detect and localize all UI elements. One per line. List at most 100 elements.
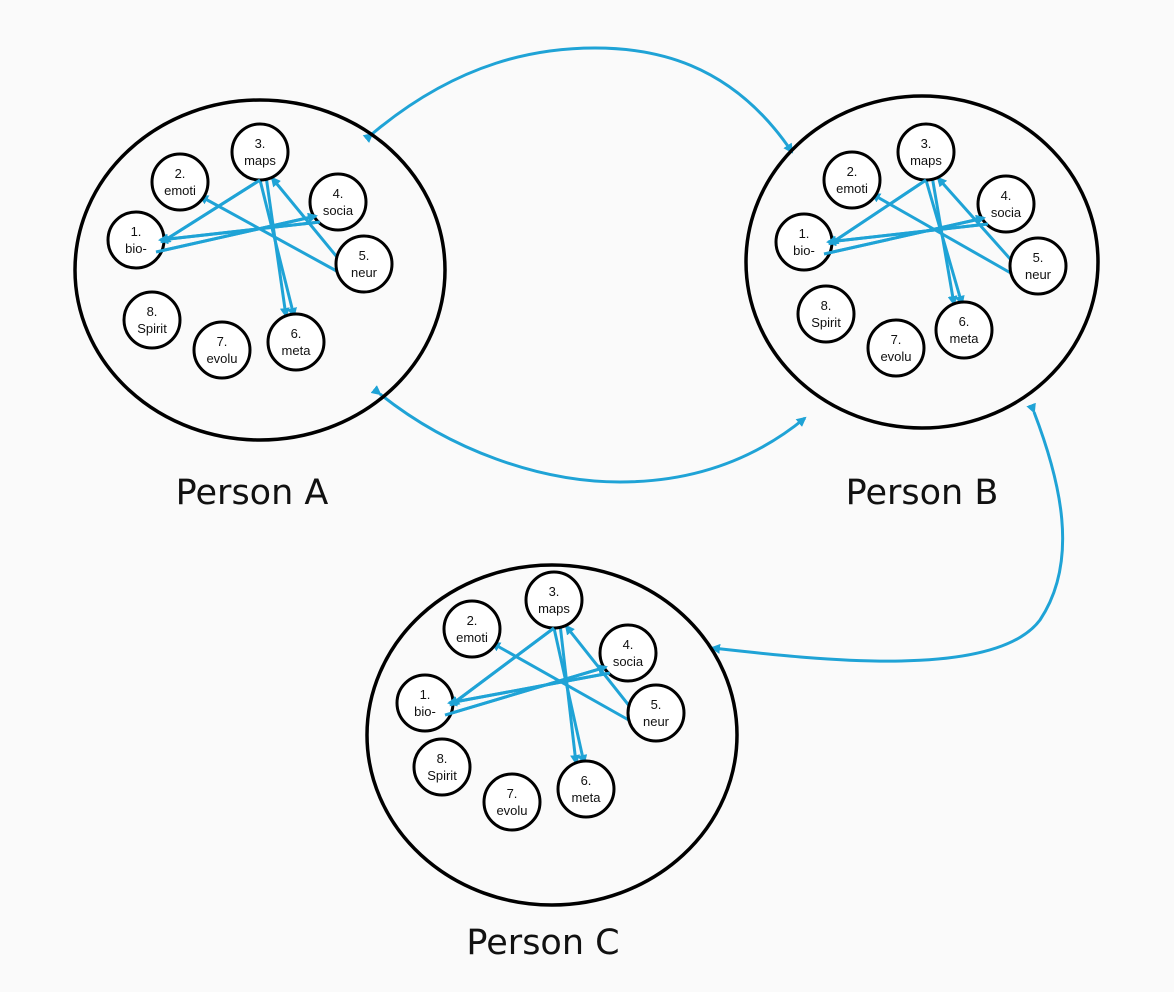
node-label: Spirit	[427, 768, 457, 783]
node-circle	[482, 772, 542, 832]
node-label: meta	[282, 343, 312, 358]
node-number: 3.	[921, 136, 932, 151]
node-label: socia	[613, 654, 644, 669]
node-circle	[308, 172, 368, 232]
node-circle	[796, 284, 856, 344]
inner-arrow-overlay	[444, 664, 608, 717]
inner-arrow-overlay	[158, 220, 321, 245]
node-label: bio-	[793, 243, 815, 258]
node-1: 1. bio-	[395, 673, 455, 733]
connection-a-b-bottom	[370, 385, 807, 484]
node-label: emoti	[456, 630, 488, 645]
node-number: 8.	[147, 304, 158, 319]
node-6: 6.meta	[556, 759, 616, 819]
node-6: 6. meta	[266, 312, 326, 372]
node-number: 5.	[1033, 250, 1044, 265]
node-circle	[976, 174, 1036, 234]
node-label: meta	[950, 331, 980, 346]
node-number: 4.	[1001, 188, 1012, 203]
node-number: 1.	[420, 687, 431, 702]
connection-b-c	[710, 402, 1065, 663]
node-4: 4.socia	[308, 172, 368, 232]
person-label: Person B	[846, 473, 999, 513]
node-number: 1.	[799, 226, 810, 241]
node-circle	[150, 152, 210, 212]
node-label: maps	[244, 153, 276, 168]
inner-arrow	[198, 194, 343, 276]
node-label: evolu	[880, 349, 911, 364]
node-7: 7. evolu	[192, 320, 252, 380]
node-circle	[598, 623, 658, 683]
node-circle	[626, 683, 686, 743]
node-3: 3. maps	[896, 122, 956, 182]
node-number: 7.	[891, 332, 902, 347]
node-circle	[230, 122, 290, 182]
node-number: 8.	[437, 751, 448, 766]
node-number: 1.	[131, 224, 142, 239]
node-number: 6.	[291, 326, 302, 341]
node-number: 7.	[217, 334, 228, 349]
node-2: 2.emoti	[822, 150, 882, 210]
node-number: 2.	[175, 166, 186, 181]
inner-arrow-overlay	[826, 222, 989, 247]
node-number: 4.	[333, 186, 344, 201]
node-label: evolu	[496, 803, 527, 818]
inner-arrow	[558, 623, 581, 765]
node-7: 7. evolu	[482, 772, 542, 832]
node-circle	[934, 300, 994, 360]
node-number: 4.	[623, 637, 634, 652]
node-circle	[334, 234, 394, 294]
node-number: 2.	[467, 613, 478, 628]
node-7: 7. evolu	[866, 318, 926, 378]
node-1: 1. bio-	[774, 212, 834, 272]
node-8: 8. Spirit	[796, 284, 856, 344]
inner-arrow-overlay	[160, 178, 261, 244]
node-number: 3.	[255, 136, 266, 151]
node-circle	[412, 737, 472, 797]
person-a: 1.bio-2.emoti3.maps4.socia5.neur6.meta7.…	[73, 98, 447, 513]
node-number: 6.	[959, 314, 970, 329]
node-circle	[866, 318, 926, 378]
node-label: Spirit	[811, 315, 841, 330]
inner-arrow-overlay	[828, 178, 927, 246]
inner-arrow-overlay	[155, 212, 318, 254]
person-b: 1. bio- 2.emoti 3. maps 4. socia 5. neur 6. meta 7.…	[744, 94, 1100, 513]
node-label: evolu	[206, 351, 237, 366]
node-label: neur	[1025, 267, 1052, 282]
inner-arrow-overlay	[447, 671, 611, 707]
node-label: bio-	[125, 241, 147, 256]
node-circle	[524, 570, 584, 630]
node-circle	[556, 759, 616, 819]
node-5: 5. neur	[1008, 236, 1068, 296]
node-label: neur	[643, 714, 670, 729]
node-circle	[122, 290, 182, 350]
inner-arrow	[264, 175, 290, 318]
node-circle	[192, 320, 252, 380]
node-label: maps	[910, 153, 942, 168]
inner-arrow-overlay	[823, 214, 986, 256]
node-5: 5.neur	[626, 683, 686, 743]
node-number: 7.	[507, 786, 518, 801]
node-label: bio-	[414, 704, 436, 719]
node-circle	[266, 312, 326, 372]
node-label: maps	[538, 601, 570, 616]
node-label: socia	[991, 205, 1022, 220]
node-circle	[822, 150, 882, 210]
node-3: 3. maps	[230, 122, 290, 182]
connection-a-b-top	[362, 46, 794, 154]
node-5: 5.neur	[334, 234, 394, 294]
node-number: 3.	[549, 584, 560, 599]
inner-arrow	[870, 192, 1017, 278]
person-c: 1.bio-2.emoti3.maps4.socia5.neur6.meta7.…	[365, 563, 739, 963]
inner-arrow	[930, 175, 958, 306]
node-circle	[395, 673, 455, 733]
node-circle	[442, 599, 502, 659]
node-number: 5.	[359, 248, 370, 263]
node-label: emoti	[836, 181, 868, 196]
node-number: 8.	[821, 298, 832, 313]
node-circle	[896, 122, 956, 182]
person-label: Person C	[466, 923, 619, 963]
node-circle	[1008, 236, 1068, 296]
node-4: 4. socia	[976, 174, 1036, 234]
